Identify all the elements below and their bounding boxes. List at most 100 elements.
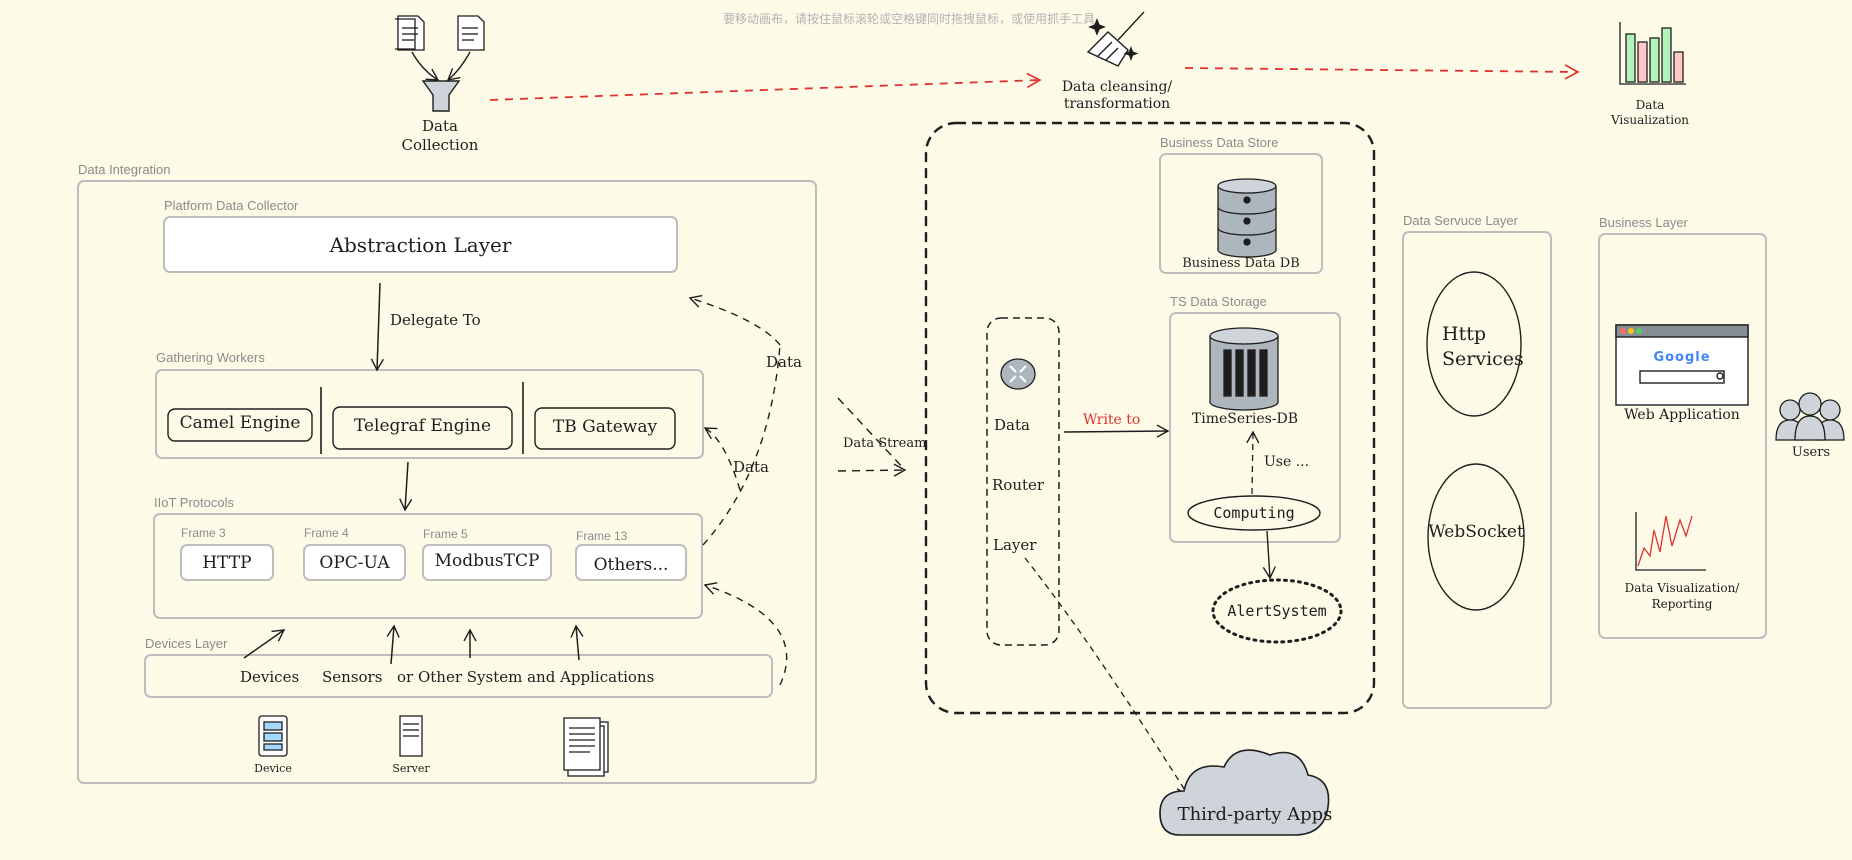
document-icon [395,15,485,51]
documents-stack-icon [563,717,609,777]
data-visualization-line: Data [1635,98,1665,112]
delegate-arrow [370,282,384,372]
users-label: Users [1791,445,1831,460]
protocol-http-box[interactable] [180,544,274,581]
browser-window-icon [1615,324,1749,406]
data-to-workers-arrow [703,427,741,491]
line-chart-icon [1635,512,1706,571]
websocket-label: WebSocket [1428,522,1524,542]
data-return-line [702,344,781,546]
business-data-store-frame [1159,153,1323,274]
data-stream-arrow [837,463,907,477]
cleansing-to-visualization-arrow [1184,64,1580,80]
protocol-frame-label: Frame 13 [576,529,628,543]
bar-chart-icon [1619,22,1686,85]
http-services-line: Http [1442,323,1487,345]
computing-label: Computing [1213,504,1295,522]
device-label: Device [254,762,292,775]
computing-node[interactable] [1187,495,1321,531]
http-services-label: Http Services [1442,322,1524,372]
devices-text: Devices [240,668,300,686]
telegraf-engine-label: Telegraf Engine [353,416,492,436]
camel-engine-label: Camel Engine [179,413,301,433]
server-label: Server [392,762,430,775]
router-to-third-party-arrow [1024,557,1189,797]
timeseries-db-icon [1209,327,1279,411]
use-arrow [1246,430,1260,495]
websocket-node[interactable] [1427,463,1525,611]
write-to-label: Write to [1083,412,1141,428]
data-to-workers-label: Data [733,458,769,476]
apps-up-arrow [570,624,584,661]
data-collection-line: Data [422,117,458,135]
iiot-protocols-frame [153,513,703,619]
funnel-icon [411,51,471,112]
router-icon [1000,358,1036,390]
protocol-others-label: Others... [593,555,669,575]
delegate-to-label: Delegate To [390,311,481,329]
protocol-opcua-label: OPC-UA [319,553,390,573]
devices-layer-frame [144,654,773,698]
camel-engine-box[interactable] [167,408,313,442]
http-services-node[interactable] [1426,271,1522,417]
users-icon [1775,392,1845,441]
data-service-layer-frame [1402,231,1552,709]
cleansing-line: transformation [1063,96,1171,112]
data-visualization-line: Visualization [1610,113,1690,127]
protocol-http-label: HTTP [202,553,252,573]
reporting-line: Reporting [1651,597,1713,611]
timeseries-db-label: TimeSeries-DB [1191,411,1299,427]
server-icon [399,715,423,757]
data-stream-line [837,397,906,471]
gathering-workers-title: Gathering Workers [156,350,265,365]
protocol-modbus-box[interactable] [422,544,552,581]
data-collection-line: Collection [401,136,479,154]
protocol-frame-label: Frame 3 [181,526,226,540]
business-layer-frame [1598,233,1767,639]
business-data-store-title: Business Data Store [1160,135,1279,150]
data-integration-frame [77,180,817,784]
protocol-others-box[interactable] [575,544,687,581]
protocol-opcua-box[interactable] [303,544,406,581]
telegraf-engine-box[interactable] [332,406,513,450]
protocol-frame-label: Frame 4 [304,526,349,540]
workers-to-protocols-arrow [399,461,413,512]
tb-gateway-box[interactable] [534,407,676,450]
platform-collector-title: Platform Data Collector [164,198,299,213]
data-return-arrow [688,294,781,346]
database-icon [1217,178,1277,258]
device-up-arrow [243,629,286,659]
cloud-icon[interactable] [1159,749,1330,836]
computing-to-alert-arrow [1262,530,1276,580]
collection-to-cleansing-arrow [489,72,1042,101]
devices-layer-title: Devices Layer [145,636,228,651]
iiot-protocols-title: IIoT Protocols [154,495,234,510]
alert-system-node[interactable] [1211,578,1343,644]
reporting-line: Data Visualization/ [1624,581,1740,595]
gathering-workers-frame [155,369,704,459]
protocol-frame-label: Frame 5 [423,527,468,541]
data-return-label: Data [766,353,802,371]
data-collection-label: Data Collection [400,117,480,155]
router-data-label: Data [994,416,1030,434]
canvas-tip: 要移动画布，请按住鼠标滚轮或空格键同时拖拽鼠标，或使用抓手工具 [723,12,1096,26]
http-services-line: Services [1442,348,1524,370]
protocol-modbus-label: ModbusTCP [434,551,540,571]
use-label: Use ... [1264,454,1310,470]
tb-gateway-label: TB Gateway [552,417,658,437]
sensors-text: Sensors [322,668,383,686]
abstraction-layer-label[interactable]: Abstraction Layer [329,233,512,257]
web-application-label: Web Application [1624,407,1740,423]
other-systems-text: or Other System and Applications [397,668,655,686]
data-router-layer[interactable] [986,317,1060,646]
data-stream-label: Data Stream [843,436,927,451]
cleansing-line: Data cleansing/ [1061,79,1173,95]
data-service-layer-title: Data Servuce Layer [1403,213,1518,228]
data-visualization-label: Data Visualization [1610,98,1690,128]
device-icon [258,715,288,757]
business-db-label: Business Data DB [1182,256,1300,271]
broom-icon [1086,11,1145,67]
cleansing-label: Data cleansing/ transformation [1052,79,1182,113]
router-router-label: Router [992,476,1045,494]
